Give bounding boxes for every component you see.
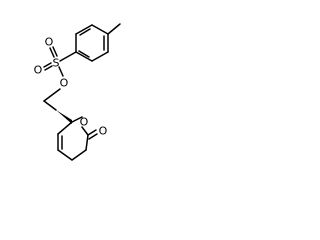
stereo-wedge-bond bbox=[56, 110, 72, 124]
aryl-sulfur-bond bbox=[59, 51, 77, 62]
ring-bond bbox=[81, 126, 89, 136]
sulfonyl-double-bond bbox=[52, 46, 58, 57]
ring-bond bbox=[91, 24, 109, 35]
ring-double-bond bbox=[79, 28, 91, 36]
ring-bond bbox=[71, 149, 87, 161]
ring-bond bbox=[75, 51, 93, 62]
methylene-ring-bond bbox=[43, 100, 57, 111]
carbonyl-double-bond bbox=[87, 129, 97, 136]
sulfur-oxygen-bond bbox=[58, 66, 64, 77]
methyl-bond bbox=[107, 23, 121, 35]
ring-bond bbox=[57, 149, 73, 161]
chemical-structure: S O O O O O bbox=[34, 23, 121, 161]
sulfonyl-double-bond bbox=[49, 47, 55, 58]
sulfonyl-double-bond bbox=[44, 65, 53, 71]
benzene-ring bbox=[75, 24, 109, 62]
oxygen-methylene-bond bbox=[43, 88, 61, 102]
carbonyl-oxygen-atom: O bbox=[99, 125, 108, 138]
dihydropyranone-ring bbox=[57, 116, 89, 161]
ring-bond bbox=[75, 24, 93, 35]
ring-bond bbox=[71, 116, 83, 123]
carbonyl-double-bond bbox=[88, 133, 98, 140]
ring-oxygen-atom: O bbox=[80, 116, 89, 129]
ring-bond bbox=[85, 134, 89, 151]
sulfur-atom: S bbox=[53, 57, 60, 70]
ring-bond bbox=[91, 51, 109, 62]
ring-bond bbox=[57, 121, 73, 135]
sulfonyl-oxygen-top: O bbox=[45, 36, 54, 49]
sulfonyl-oxygen-left: O bbox=[34, 64, 43, 77]
sulfonyl-double-bond bbox=[43, 62, 52, 68]
ester-oxygen-atom: O bbox=[60, 77, 69, 90]
ring-double-bond bbox=[78, 50, 90, 58]
